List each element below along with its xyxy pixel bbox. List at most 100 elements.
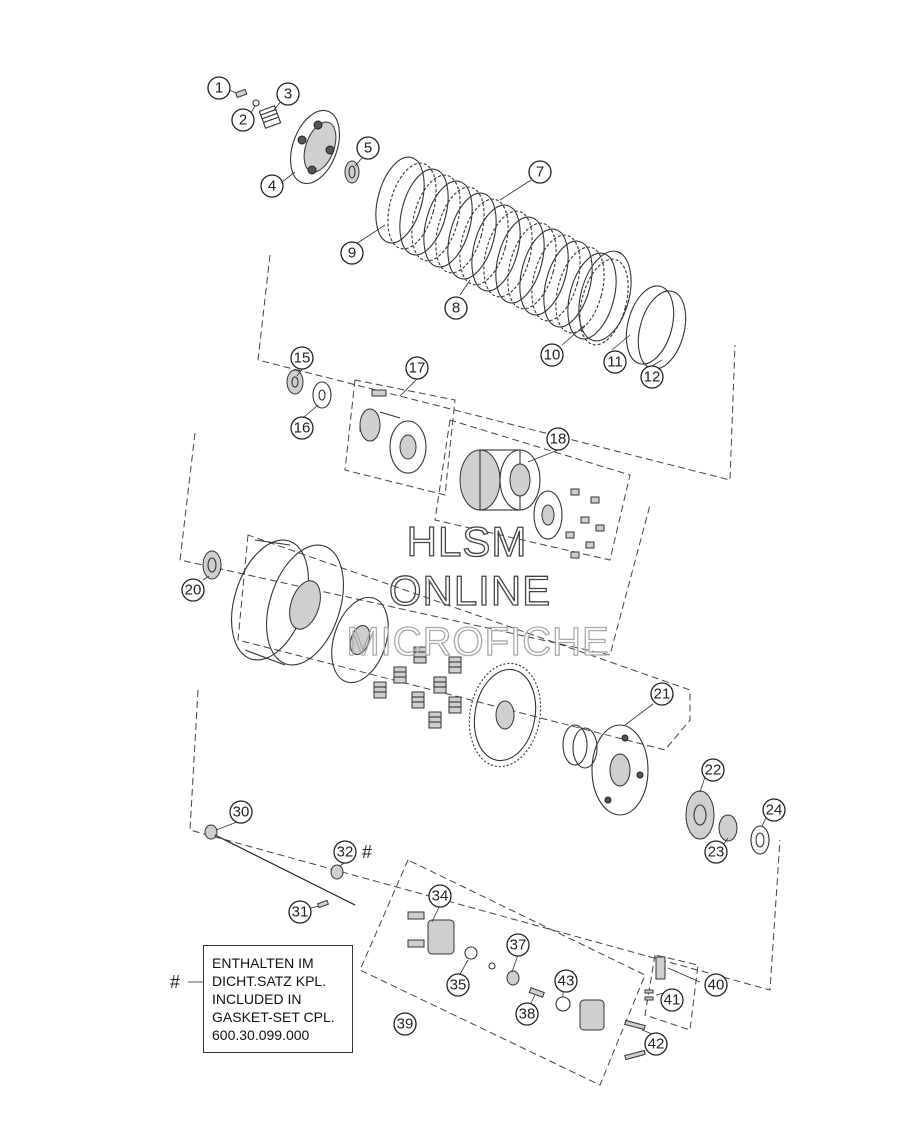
svg-text:16: 16 bbox=[294, 420, 311, 437]
svg-text:10: 10 bbox=[544, 347, 561, 364]
hub-group-15-17 bbox=[286, 369, 427, 474]
svg-text:2: 2 bbox=[239, 112, 247, 129]
bolt bbox=[585, 541, 595, 549]
watermark-line-1: HLSM bbox=[407, 518, 528, 565]
callout-18: 18 bbox=[546, 427, 570, 451]
svg-text:11: 11 bbox=[607, 354, 623, 371]
clutch-disc bbox=[423, 180, 473, 268]
clutch-disc bbox=[578, 250, 632, 342]
callout-40: 40 bbox=[704, 973, 728, 997]
svg-text:40: 40 bbox=[708, 977, 725, 994]
bolt bbox=[590, 496, 600, 504]
svg-text:17: 17 bbox=[409, 360, 426, 377]
clutch-disc bbox=[459, 198, 509, 286]
callout-43: 43 bbox=[554, 969, 578, 993]
svg-text:1: 1 bbox=[215, 80, 223, 97]
clutch-disc bbox=[495, 216, 545, 304]
clutch-spring bbox=[393, 666, 407, 684]
svg-text:37: 37 bbox=[510, 937, 527, 954]
note-line: 600.30.099.000 bbox=[212, 1027, 310, 1043]
callout-38: 38 bbox=[515, 1002, 539, 1026]
callout-11: 11 bbox=[603, 350, 627, 374]
bolt bbox=[570, 551, 580, 559]
svg-text:39: 39 bbox=[397, 1016, 414, 1033]
svg-text:38: 38 bbox=[519, 1006, 536, 1023]
clutch-disc bbox=[375, 156, 425, 244]
note-line: GASKET-SET CPL. bbox=[212, 1009, 335, 1025]
clutch-disc bbox=[411, 174, 461, 262]
callout-31: 31 bbox=[288, 900, 312, 924]
part-callouts: 1 2 3 4 5 7 8 9 10 11 12 15 16 17 18 20 … bbox=[181, 76, 786, 1056]
svg-text:18: 18 bbox=[550, 431, 567, 448]
callout-34: 34 bbox=[428, 884, 452, 908]
svg-text:35: 35 bbox=[450, 977, 467, 994]
clutch-disc bbox=[567, 252, 617, 340]
callout-4: 4 bbox=[260, 174, 284, 198]
clutch-disc bbox=[483, 210, 533, 298]
callout-10: 10 bbox=[540, 343, 564, 367]
bolt bbox=[595, 524, 605, 532]
clutch-disc bbox=[519, 228, 569, 316]
note-line: DICHT.SATZ KPL. bbox=[212, 973, 327, 989]
clutch-disc bbox=[543, 240, 593, 328]
note-line: INCLUDED IN bbox=[212, 991, 302, 1007]
callout-21: 21 bbox=[650, 682, 674, 706]
clutch-disc bbox=[387, 162, 437, 250]
note-marker: # bbox=[170, 972, 180, 992]
callout-9: 9 bbox=[340, 241, 364, 265]
clutch-basket-group bbox=[202, 539, 770, 855]
clutch-disc bbox=[507, 222, 557, 310]
svg-text:15: 15 bbox=[294, 350, 311, 367]
callout-32: 32 bbox=[333, 840, 357, 864]
svg-text:3: 3 bbox=[284, 86, 292, 103]
clutch-disc bbox=[471, 204, 521, 292]
svg-text:42: 42 bbox=[648, 1036, 665, 1053]
clutch-disc bbox=[579, 258, 629, 346]
svg-text:23: 23 bbox=[708, 844, 725, 861]
leader-lines bbox=[202, 89, 767, 1036]
svg-text:5: 5 bbox=[364, 140, 372, 157]
callout-3: 3 bbox=[276, 82, 300, 106]
svg-text:12: 12 bbox=[644, 369, 661, 386]
svg-text:4: 4 bbox=[268, 178, 276, 195]
clutch-spring bbox=[413, 646, 427, 664]
svg-text:31: 31 bbox=[292, 904, 309, 921]
callout-8: 8 bbox=[444, 296, 468, 320]
callout-24: 24 bbox=[762, 798, 786, 822]
callout-1: 1 bbox=[207, 76, 231, 100]
bolt bbox=[570, 488, 580, 496]
callout-42: 42 bbox=[644, 1032, 668, 1056]
assembly-frames bbox=[179, 254, 781, 1086]
callout-2: 2 bbox=[231, 108, 255, 132]
watermark: HLSM ONLINE MICROFICHE bbox=[346, 517, 610, 664]
svg-text:22: 22 bbox=[705, 762, 722, 779]
callout-7: 7 bbox=[528, 160, 552, 184]
svg-text:30: 30 bbox=[233, 804, 250, 821]
svg-text:32: 32 bbox=[337, 844, 354, 861]
push-rod-group bbox=[204, 824, 356, 909]
callout-20: 20 bbox=[181, 578, 205, 602]
clutch-spring bbox=[373, 681, 387, 699]
callout-41: 41 bbox=[660, 988, 684, 1012]
callout-32-marker: # bbox=[362, 842, 372, 862]
callout-22: 22 bbox=[701, 758, 725, 782]
svg-text:9: 9 bbox=[348, 245, 356, 262]
pressure-plate-group bbox=[234, 88, 360, 185]
callout-17: 17 bbox=[405, 356, 429, 380]
clutch-disc bbox=[531, 234, 581, 322]
callout-15: 15 bbox=[290, 346, 314, 370]
callout-12: 12 bbox=[640, 365, 664, 389]
callout-23: 23 bbox=[704, 840, 728, 864]
svg-text:24: 24 bbox=[766, 802, 783, 819]
callout-16: 16 bbox=[290, 416, 314, 440]
clutch-spring bbox=[428, 711, 442, 729]
svg-text:21: 21 bbox=[654, 686, 671, 703]
clutch-disc bbox=[435, 186, 485, 274]
svg-text:43: 43 bbox=[558, 973, 575, 990]
watermark-line-2: ONLINE bbox=[389, 567, 551, 614]
clutch-spring bbox=[411, 691, 425, 709]
clutch-spring bbox=[448, 656, 462, 674]
callout-35: 35 bbox=[446, 973, 470, 997]
note-line: ENTHALTEN IM bbox=[212, 955, 314, 971]
